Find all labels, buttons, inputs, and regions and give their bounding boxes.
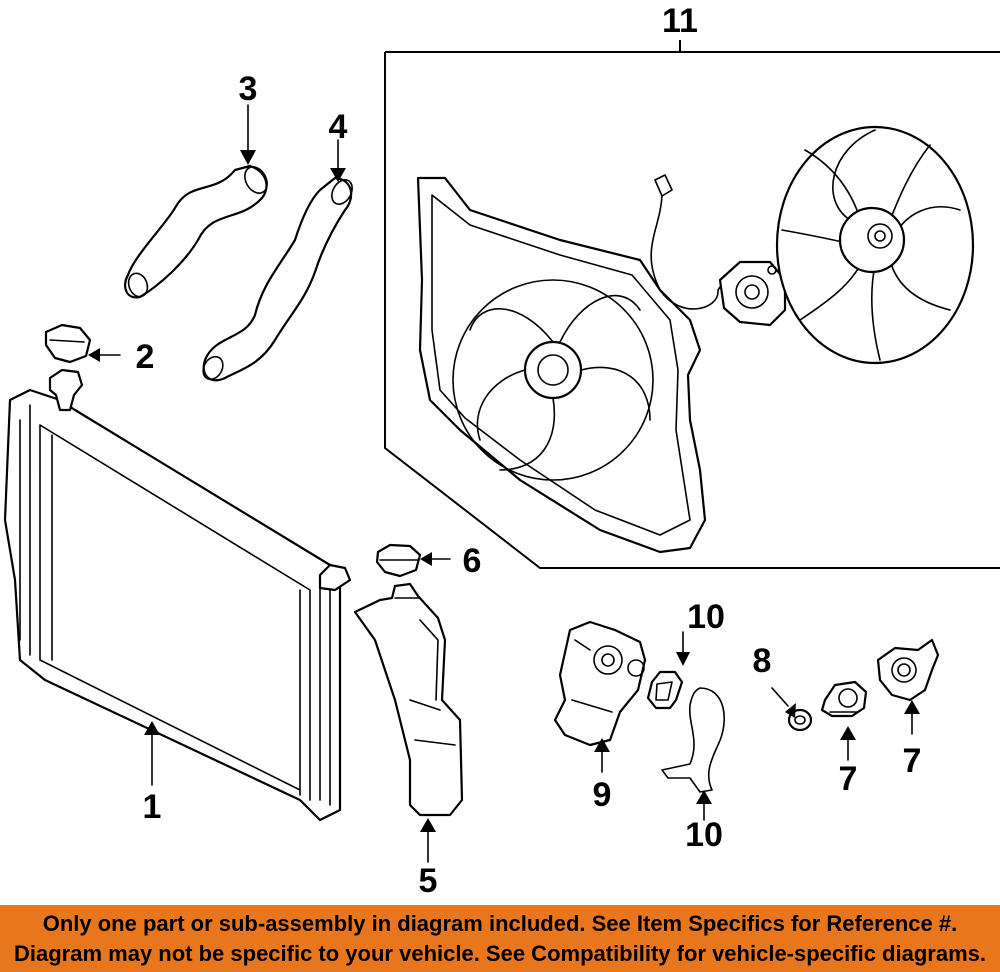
callout-7-left: 7 bbox=[839, 760, 858, 798]
radiator: 1 bbox=[3, 368, 352, 826]
water-pump-seal: 10 bbox=[661, 687, 725, 854]
callout-7-right: 7 bbox=[903, 742, 922, 780]
disclaimer-line-2: Diagram may not be specific to your vehi… bbox=[14, 941, 986, 966]
water-pump-gasket: 10 bbox=[646, 598, 725, 710]
callout-10-bottom: 10 bbox=[685, 816, 723, 854]
fan-assembly-group: 11 bbox=[384, 2, 1000, 569]
callout-11: 11 bbox=[662, 2, 698, 40]
callout-10-top: 10 bbox=[687, 598, 725, 636]
fan-motor bbox=[718, 260, 787, 327]
parts-diagram: 11 3 4 2 1 bbox=[3, 2, 1000, 900]
thermostat-housing: 7 bbox=[876, 638, 940, 780]
shroud-hub bbox=[523, 340, 583, 400]
coolant-reservoir: 5 bbox=[353, 582, 464, 900]
callout-9: 9 bbox=[593, 776, 612, 814]
thermostat: 7 bbox=[820, 680, 868, 798]
o-ring: 8 bbox=[753, 642, 813, 732]
callout-8: 8 bbox=[753, 642, 772, 680]
disclaimer-banner: Only one part or sub-assembly in diagram… bbox=[0, 905, 1000, 972]
water-pump: 9 bbox=[553, 620, 647, 814]
upper-hose: 3 bbox=[124, 70, 268, 299]
fan-blade bbox=[775, 125, 975, 365]
reservoir-cap: 6 bbox=[375, 542, 482, 580]
disclaimer-line-1: Only one part or sub-assembly in diagram… bbox=[42, 911, 958, 936]
callout-6: 6 bbox=[463, 542, 482, 580]
lower-hose: 4 bbox=[202, 108, 353, 382]
callout-5: 5 bbox=[419, 862, 438, 900]
callout-2: 2 bbox=[136, 338, 155, 376]
callout-4: 4 bbox=[329, 108, 348, 146]
radiator-cap: 2 bbox=[44, 323, 155, 376]
callout-1: 1 bbox=[143, 788, 162, 826]
callout-3: 3 bbox=[239, 70, 258, 108]
